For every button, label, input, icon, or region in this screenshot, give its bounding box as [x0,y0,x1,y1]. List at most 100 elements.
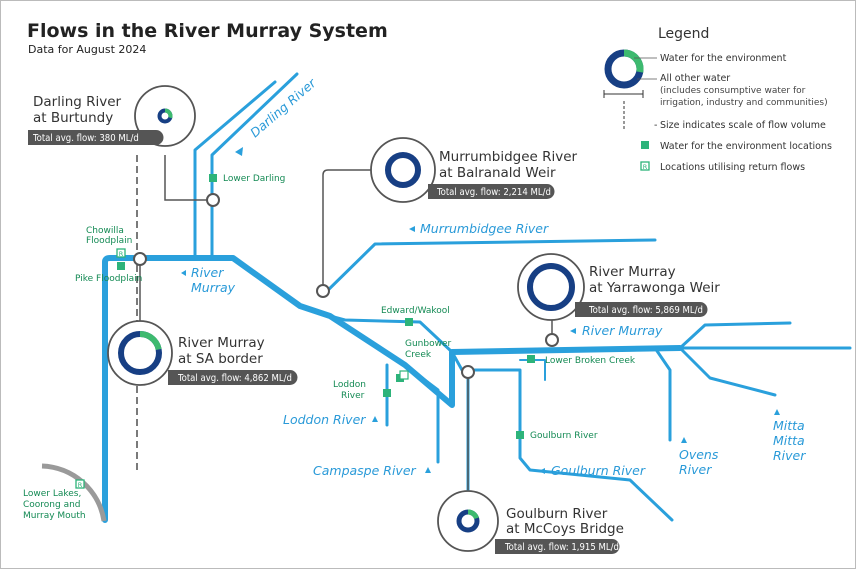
flow-donut-darling [157,108,173,124]
murrumbidgee-junction-dot [316,284,330,298]
environment-locations: Lower Darling Chowilla Floodplain R Pike… [23,174,636,521]
river-label-campaspe: Campaspe River [313,463,417,478]
green-square-icon [527,355,535,363]
page-title: Flows in the River Murray System [27,20,388,42]
green-square-icon [516,431,524,439]
legend-other-note-1: (includes consumptive water for [660,86,806,96]
legend-return-flows: Locations utilising return flows [660,162,805,173]
legend-size-note: Size indicates scale of flow volume [660,120,826,131]
campaspe-river-line [403,363,440,464]
flow-value: Total avg. flow: 5,869 ML/d [588,305,703,316]
river-label-murrumbidgee: Murrumbidgee River [420,221,549,236]
site-murray-yarrawonga: River Murray at Yarrawonga Weir Total av… [517,253,720,321]
sa-border-junction-dot [133,252,147,266]
flow-arrow-icon [425,467,431,473]
site-name-line-1: River Murray [178,335,265,351]
flow-arrow-icon [539,468,545,474]
return-flow-r-icon [640,161,650,171]
river-label-murray-west-2: Murray [191,280,236,295]
green-square-icon [117,262,125,270]
flow-arrow-icon [181,270,186,276]
flow-pill [495,539,620,554]
ovens-river-line [653,346,672,442]
return-flow-r-icon [75,479,85,489]
location-lower-broken: Lower Broken Creek [545,356,636,366]
location-edward-wakool: Edward/Wakool [381,306,450,316]
return-flow-r-letter: R [119,250,124,258]
location-loddon-2: River [341,391,365,401]
upper-murray-line [678,321,792,350]
flow-arrow-icon [372,416,378,422]
flow-donut-mccoys [456,509,480,533]
site-goulburn-mccoys: Goulburn River at McCoys Bridge Total av… [437,490,624,554]
site-darling-burtundy: Darling River at Burtundy Total avg. flo… [28,85,196,147]
site-name-line-2: at Yarrawonga Weir [589,280,720,296]
river-label-murray-west-1: River [191,265,224,280]
yarrawonga-other-water-ring [527,263,575,311]
green-square-icon [383,389,391,397]
flow-arrow-icon [681,437,687,443]
flow-value: Total avg. flow: 1,915 ML/d [504,542,619,553]
location-lower-lakes-3: Murray Mouth [23,511,86,521]
location-lower-lakes-1: Lower Lakes, [23,489,81,499]
mccoys-junction-dot [461,365,475,379]
return-flow-r-letter: R [643,163,648,171]
darling-connector [164,155,213,201]
legend-env-locations: Water for the environment locations [660,141,832,152]
darling-environment-arc [164,108,173,119]
flow-value: Total avg. flow: 4,862 ML/d [177,373,292,384]
river-label-mitta-2: Mitta [773,433,805,448]
river-label-ovens-2: River [679,462,712,477]
legend-size-dash: - [654,120,657,131]
legend-environment: Water for the environment [660,53,787,64]
location-lower-lakes-2: Coorong and [23,500,81,510]
darling-junction-dot [206,193,220,207]
flow-pill [28,130,164,145]
mccoys-environment-arc [467,509,479,520]
site-bubble [437,490,499,552]
return-flow-r-icon [116,248,126,258]
location-gunbower-1: Gunbower [405,339,451,349]
flow-donut-yarrawonga [527,263,575,311]
location-goulburn: Goulburn River [530,431,598,441]
legend-other-water: All other water [660,73,730,84]
location-gunbower-2: Creek [405,350,432,360]
flow-arrow-icon [774,409,780,415]
river-label-mitta-3: River [773,448,806,463]
green-square-icon [209,174,217,182]
flow-arrow-icon [409,226,415,232]
flow-pill [168,370,298,385]
flow-pill [575,302,708,317]
flow-value: Total avg. flow: 380 ML/d [32,133,139,144]
flow-arrow-icon [235,147,243,156]
site-name-line-2: at McCoys Bridge [506,521,624,537]
site-bubble [370,137,436,203]
sa-border-environment-arc [139,331,162,351]
legend: Legend Water for the environment All oth… [603,26,832,173]
murrumbidgee-connector [322,169,373,290]
murrumbidgee-river-line [320,238,657,298]
green-square-icon [405,318,413,326]
legend-environment-arc [623,49,644,73]
location-loddon-1: Loddon [333,380,366,390]
river-label-murray-east: River Murray [582,323,663,338]
site-name-line-1: Murrumbidgee River [439,149,578,165]
location-pike: Pike Floodplain [75,274,142,284]
darling-river-line-1 [193,80,277,260]
yarrawonga-junction-dot [545,333,559,347]
river-label-mitta-1: Mitta [773,418,805,433]
site-murray-sa-border: River Murray at SA border Total avg. flo… [107,320,298,386]
darling-river-line-2 [210,72,299,260]
junction-markers [133,193,559,379]
page-subtitle: Data for August 2024 [28,43,146,56]
green-square-icon [641,141,649,149]
murrumbidgee-other-water-ring [385,152,421,188]
site-name-line-2: at Burtundy [33,110,113,126]
site-name-line-2: at SA border [178,351,263,367]
return-flow-r-letter: R [78,481,83,489]
site-name-line-1: River Murray [589,264,676,280]
flow-donut-murrumbidgee [385,152,421,188]
location-chowilla-2: Floodplain [86,236,132,246]
